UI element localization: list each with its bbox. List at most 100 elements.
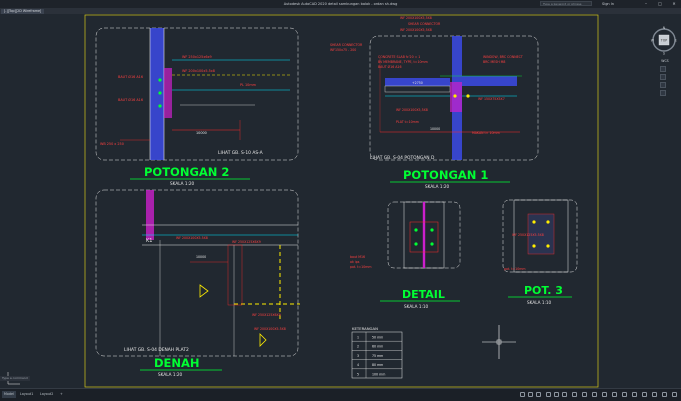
hardware-acceleration-icon[interactable] xyxy=(652,392,657,397)
p1-label: BAUT Ø16 A16 xyxy=(378,64,401,69)
p2-label: WB 250 x 250 xyxy=(100,142,124,146)
p1-label: CONCRETE SLAB fc'20 = 1 xyxy=(378,55,420,59)
compass-s: S xyxy=(663,51,665,55)
title-bar: Autodesk AutoCAD 2020 detail sambungan b… xyxy=(0,0,681,8)
close-button[interactable]: ✕ xyxy=(672,1,676,6)
pot3-title: POT. 3 xyxy=(524,284,563,297)
p1-label: MAKAN t= 10mm xyxy=(472,131,500,135)
p1-label: WF 200X100X5,5X8 xyxy=(400,28,432,32)
osnap-icon[interactable] xyxy=(562,392,567,397)
viewcube[interactable]: TOP N W E S xyxy=(650,26,678,56)
pot3-label: pot. t=10mm xyxy=(504,267,525,271)
quick-properties-icon[interactable] xyxy=(622,392,627,397)
lock-ui-icon[interactable] xyxy=(632,392,637,397)
sheet-border xyxy=(84,14,599,388)
isolate-objects-icon[interactable] xyxy=(642,392,647,397)
layout-tab-model[interactable]: Model xyxy=(2,391,16,398)
annotation-scale-icon[interactable] xyxy=(582,392,587,397)
model-space-icon[interactable] xyxy=(520,392,525,397)
grid-icon[interactable] xyxy=(528,392,533,397)
keterangan-sym: 4 xyxy=(357,363,359,367)
detail-title: DETAIL xyxy=(402,288,445,301)
keterangan-val: 75 mm xyxy=(372,354,383,358)
p2-label: WF 200x100x5.5x8 xyxy=(182,69,215,73)
detail-scale: SKALA 1:10 xyxy=(404,304,429,309)
command-line[interactable]: Type a command xyxy=(0,376,30,381)
p1-label: WF 150X75X5X7 xyxy=(478,97,505,101)
full-navigation-wheel-icon[interactable] xyxy=(660,66,666,72)
viewport-bar: [-][Top][2D Wireframe] xyxy=(0,8,681,14)
keterangan-sym: 2 xyxy=(357,345,359,349)
zoom-extents-icon[interactable] xyxy=(660,82,666,88)
wcs-menu[interactable]: WCS xyxy=(661,59,669,63)
customization-icon[interactable] xyxy=(672,392,677,397)
p1-label: WINDOW, BRC CONNECT xyxy=(483,55,523,59)
detail-view: baut M16 ok ips pot. t=10mm DETAIL SKALA… xyxy=(350,201,461,309)
annotation-monitor-icon[interactable] xyxy=(602,392,607,397)
maximize-button[interactable]: □ xyxy=(658,1,662,6)
keterangan-sym: 5 xyxy=(357,372,359,376)
p1-label: WF 200X100X5,5X8 xyxy=(400,16,432,20)
status-bar: Model Layout1 Layout2 + xyxy=(0,388,681,401)
p1-label: SHEAR CONNECTOR xyxy=(330,43,363,47)
p1-label: BRC MESH M8 xyxy=(483,60,505,64)
ortho-icon[interactable] xyxy=(546,392,551,397)
keterangan-sym: 1 xyxy=(357,336,359,340)
sign-in-link[interactable]: Sign In xyxy=(602,1,614,6)
snap-icon[interactable] xyxy=(536,392,541,397)
p1-label: BV MEMBRANE, TYPE, t=10mm xyxy=(378,60,428,64)
workspace-gear-icon[interactable] xyxy=(592,392,597,397)
p2-label: PL 10mm xyxy=(240,83,257,87)
drawing-svg: WF 250x125x6x9 WF 200x100x5.5x8 BAUT Ø16… xyxy=(7,14,599,388)
compass-n: N xyxy=(663,26,666,30)
drawing-canvas[interactable]: WF 250x125x6x9 WF 200x100x5.5x8 BAUT Ø16… xyxy=(0,14,681,388)
keterangan-val: 80 mm xyxy=(372,363,383,367)
clean-screen-icon[interactable] xyxy=(662,392,667,397)
p1-label: WF150x75 - 200 xyxy=(330,48,356,52)
keterangan-title: KETERANGAN xyxy=(352,326,378,331)
denah-label: WF 200X100X5.5X8 xyxy=(176,236,208,240)
keterangan-val: 50 mm xyxy=(372,336,383,340)
layout-tab-layout2[interactable]: Layout2 xyxy=(40,392,54,396)
viewport-controls[interactable]: [-][Top][2D Wireframe] xyxy=(1,8,45,14)
p2-reference: LIHAT GB. S-10 AS-A xyxy=(218,150,263,156)
keterangan-val: 100 mm xyxy=(372,372,385,376)
orbit-icon[interactable] xyxy=(660,90,666,96)
denah-reference: LIHAT GB. S-04 DENAH PLAT2 xyxy=(124,347,189,353)
denah-dim: 10000 xyxy=(196,255,206,259)
pot3-label: WF 250X125X5.5X8 xyxy=(512,233,544,237)
denah-scale: SKALA 1:20 xyxy=(158,372,183,377)
crosshair-cursor xyxy=(482,325,516,359)
denah-label: WF 250X125X6X9 xyxy=(252,313,281,317)
units-icon[interactable] xyxy=(612,392,617,397)
add-layout-button[interactable]: + xyxy=(60,392,63,396)
keterangan-table: KETERANGAN 1 50 mm 2 60 mm 3 75 mm 4 80 … xyxy=(351,326,403,379)
p2-label: BAUT Ø16 A16 xyxy=(118,97,143,102)
p2-label: BAUT Ø16 A16 xyxy=(118,74,143,79)
p1-scale: SKALA 1:20 xyxy=(425,184,450,189)
denah-title: DENAH xyxy=(154,356,200,370)
p2-scale: SKALA 1:20 xyxy=(170,181,195,186)
detail-label: pot. t=10mm xyxy=(350,265,371,269)
denah-label: WF 200X100X5.5X8 xyxy=(254,327,286,331)
minimize-button[interactable]: – xyxy=(645,1,647,6)
p2-label: WF 250x125x6x9 xyxy=(182,55,212,59)
detail-label: ok ips xyxy=(350,260,360,264)
search-input[interactable]: Type a keyword or phrase xyxy=(540,1,592,6)
p1-level: +2750 xyxy=(412,81,423,85)
p2-title: POTONGAN 2 xyxy=(144,165,229,179)
viewcube-top-label: TOP xyxy=(660,39,667,43)
compass-e: E xyxy=(675,38,677,42)
denah-label: WF 250X125X6X9 xyxy=(232,240,261,244)
denah-column: K1 xyxy=(146,238,152,244)
pot-3-view: WF 250X125X5.5X8 pot. t=10mm POT. 3 SKAL… xyxy=(502,199,578,305)
window-title: Autodesk AutoCAD 2020 detail sambungan b… xyxy=(283,1,398,6)
layout-tab-layout1[interactable]: Layout1 xyxy=(20,392,34,396)
p1-dim: 10000 xyxy=(430,127,440,131)
compass-w: W xyxy=(651,38,655,42)
polar-icon[interactable] xyxy=(554,392,559,397)
pan-icon[interactable] xyxy=(660,74,666,80)
lineweight-icon[interactable] xyxy=(572,392,577,397)
pot3-scale: SKALA 1:10 xyxy=(527,300,552,305)
keterangan-sym: 3 xyxy=(357,354,359,358)
